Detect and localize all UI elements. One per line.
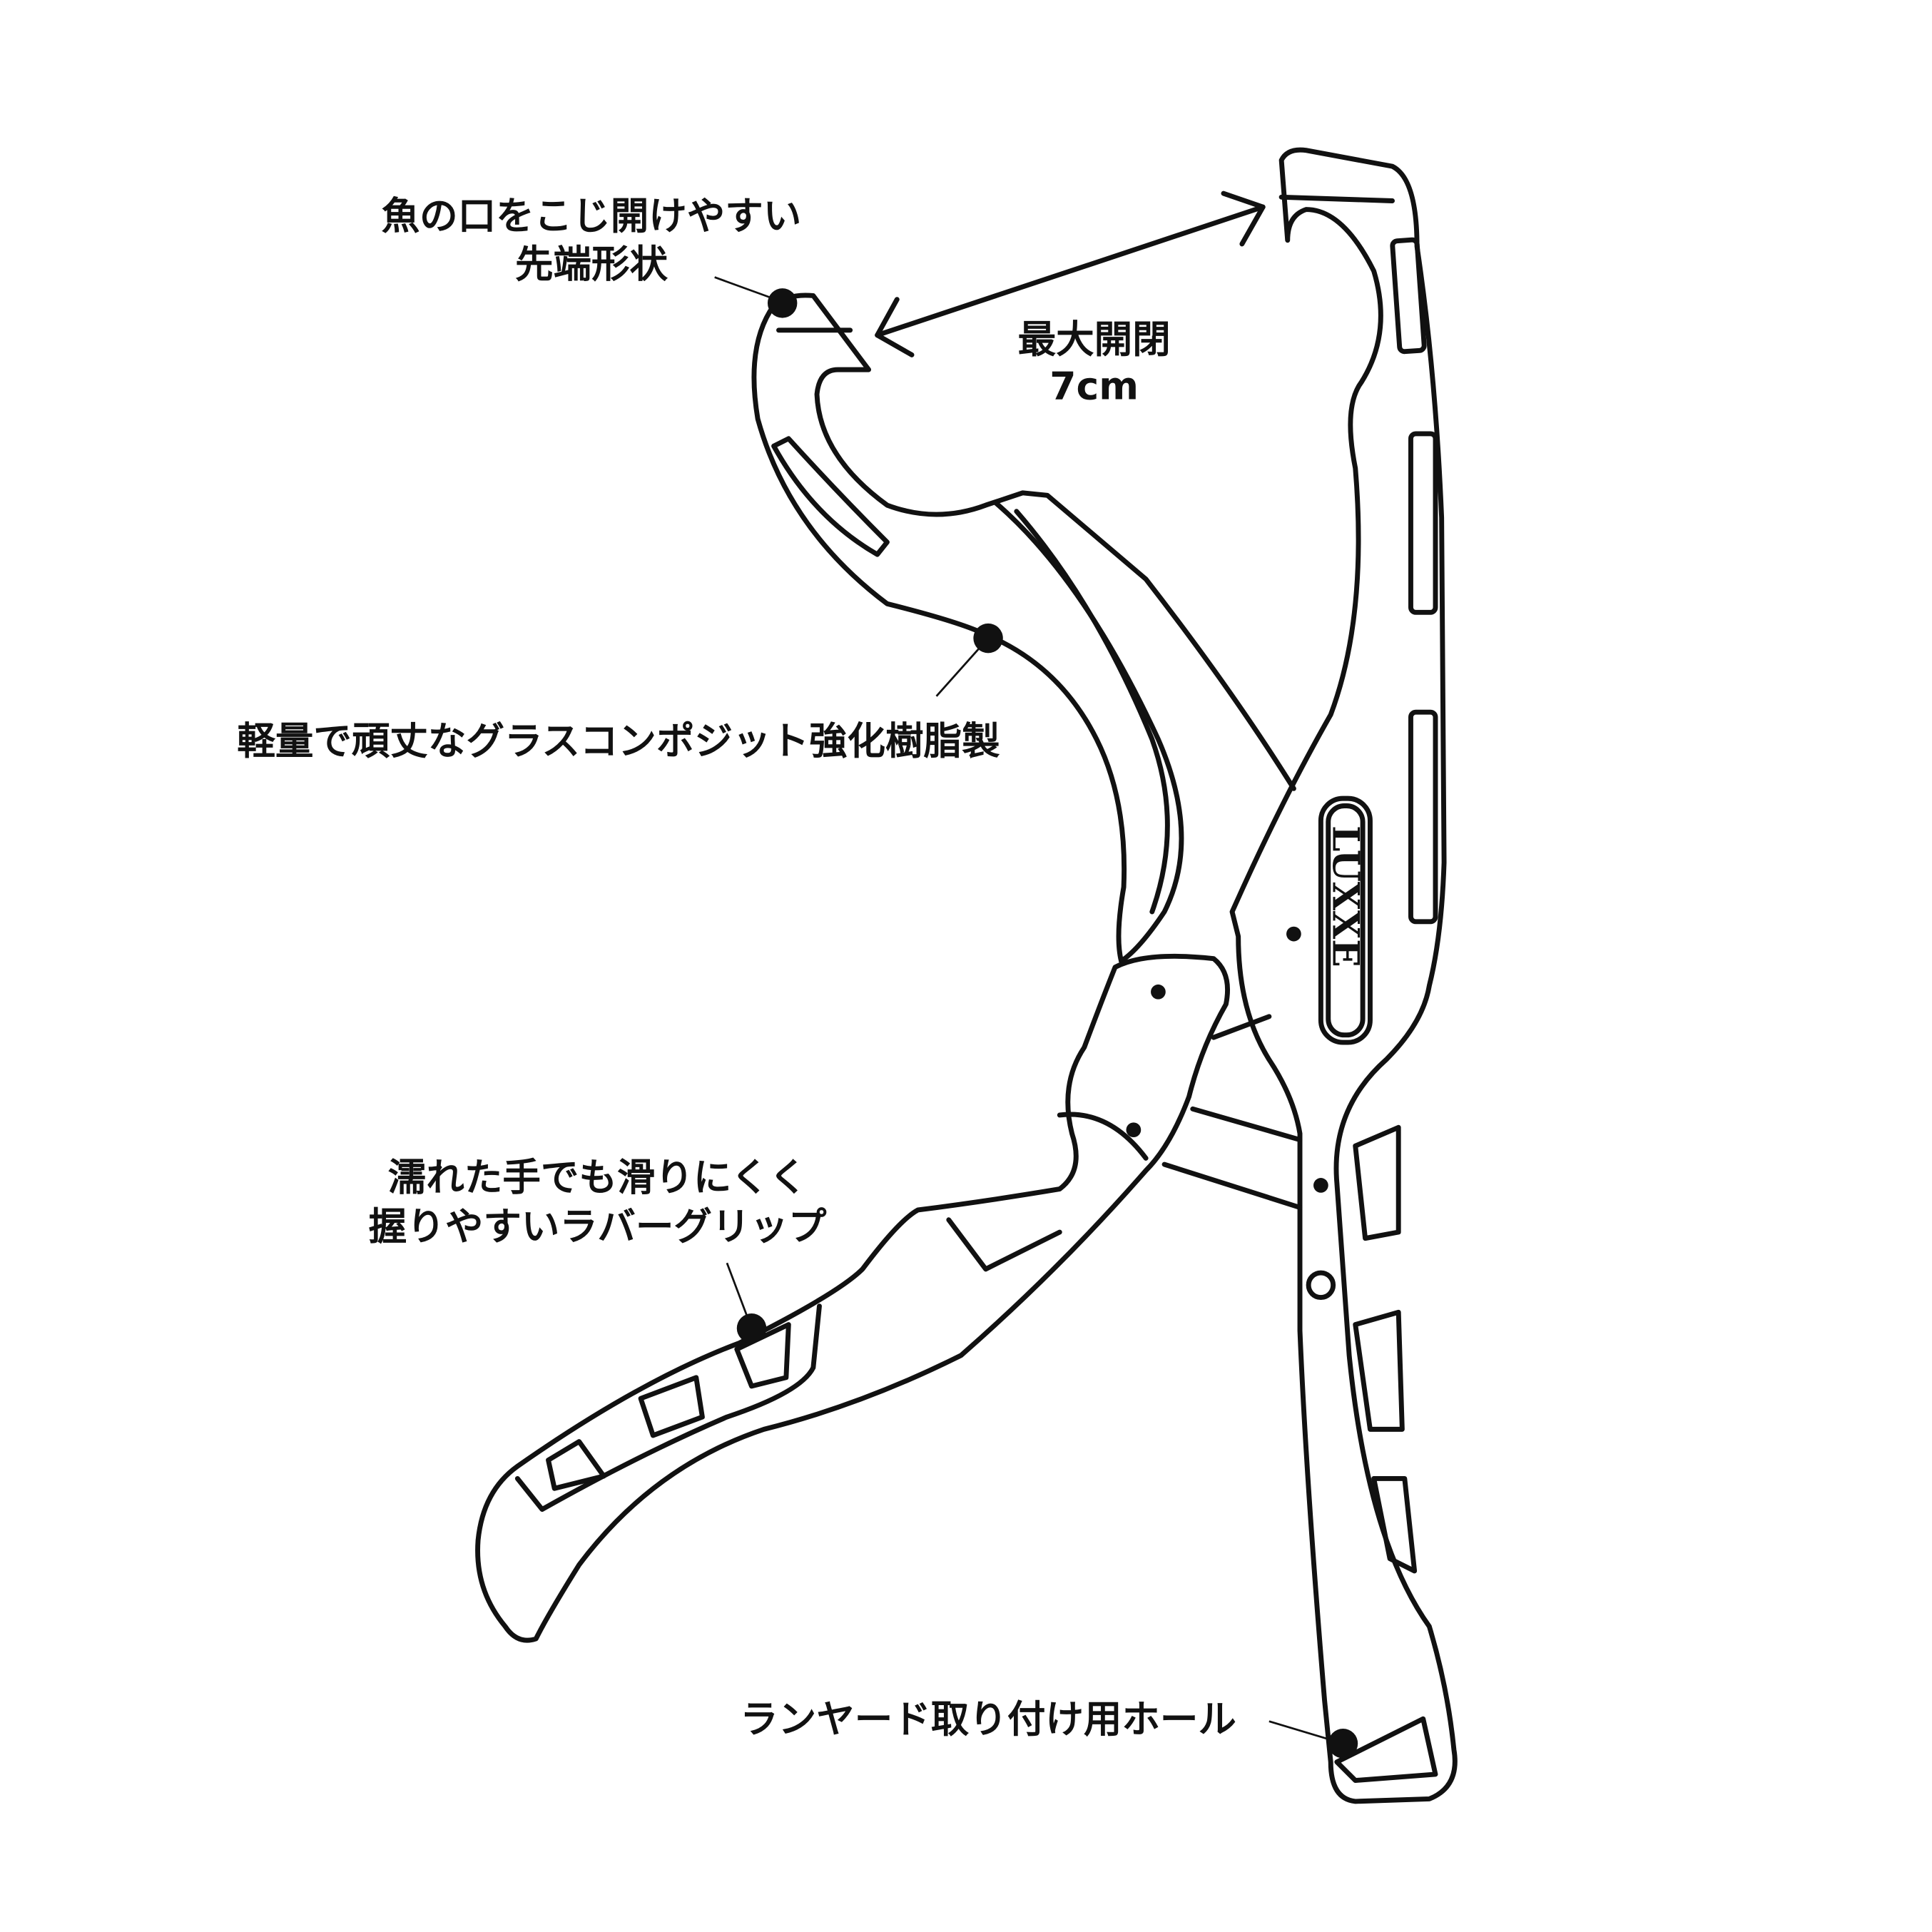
grip-label-line2: 握りやすいラバーグリップ — [369, 1204, 827, 1249]
opening-arrow — [875, 190, 1266, 357]
brand-logo: LUXXE — [1324, 825, 1368, 967]
lower-jaw-body: LUXXE — [1229, 147, 1458, 1804]
callout-markers — [714, 276, 1358, 1759]
material-label: 軽量で頑丈なグラスコンポジット強化樹脂製 — [237, 718, 1000, 763]
upper-jaw — [751, 293, 1296, 964]
tip-label-line1: 魚の口をこじ開けやすい — [382, 193, 802, 238]
lanyard-label: ランヤード取り付け用ホール — [740, 1697, 1236, 1742]
opening-label-line2: 7cm — [1049, 364, 1139, 409]
tip-label-line2: 先端形状 — [515, 242, 668, 287]
handle — [475, 953, 1303, 1643]
opening-label-line1: 最大開閉 — [1018, 317, 1171, 362]
grip-label-line1: 濡れた手でも滑りにくく — [388, 1154, 808, 1199]
